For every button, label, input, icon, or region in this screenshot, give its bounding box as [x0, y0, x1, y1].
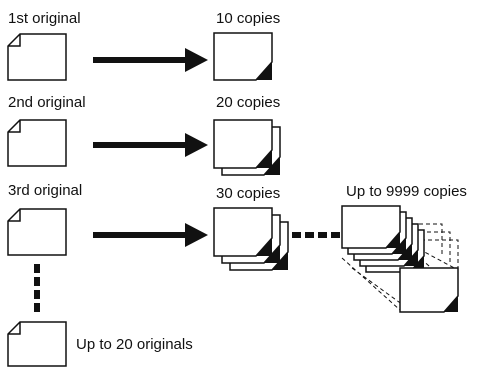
copy-sheet [213, 32, 273, 81]
original-label-3: 3rd original [8, 182, 82, 199]
copy-stack-max [341, 205, 459, 313]
copy-stack-3 [213, 207, 289, 271]
copies-label-2: 20 copies [216, 94, 280, 111]
copy-sheet [213, 207, 273, 257]
original-label-2: 2nd original [8, 94, 86, 111]
max-copies-label: Up to 9999 copies [346, 183, 467, 200]
original-sheet-3 [7, 208, 67, 256]
max-originals-label: Up to 20 originals [76, 336, 193, 353]
arrow-1 [93, 48, 208, 72]
copies-label-3: 30 copies [216, 185, 280, 202]
arrow-3 [93, 223, 208, 247]
original-label-1: 1st original [8, 10, 81, 27]
arrow-2 [93, 133, 208, 157]
copy-stack-1 [213, 32, 273, 81]
original-sheet-last [7, 321, 67, 367]
horizontal-dashes [292, 232, 340, 238]
original-sheet-2 [7, 119, 67, 167]
copy-sheet [213, 119, 273, 169]
copy-stack-2 [213, 119, 281, 176]
vertical-dashes [34, 264, 40, 312]
copies-label-1: 10 copies [216, 10, 280, 27]
original-sheet-1 [7, 33, 67, 81]
